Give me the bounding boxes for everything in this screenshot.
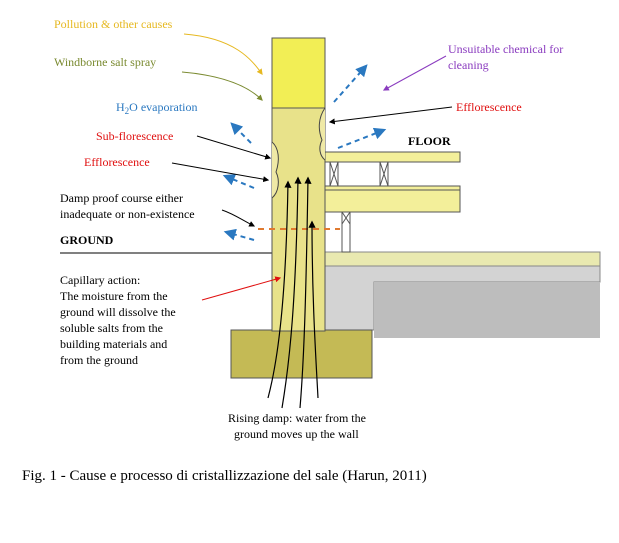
label-rising-2: ground moves up the wall [234, 427, 359, 441]
chemical-arrow [382, 55, 447, 91]
label-capillary-2: The moisture from the [60, 289, 168, 303]
label-capillary-4: soluble salts from the [60, 321, 163, 335]
label-windborne: Windborne salt spray [54, 55, 156, 69]
dpc-arrow [221, 209, 256, 227]
label-capillary-1: Capillary action: [60, 273, 140, 287]
floor-board-top [324, 151, 461, 163]
efflorescence-left-arrow [171, 162, 270, 183]
wall-top [271, 37, 326, 109]
efflorescence-right-arrow [328, 106, 453, 125]
h2o-subscript: 2 [125, 106, 130, 116]
subflorescence-patch [271, 141, 279, 199]
label-dpc-line2: inadequate or non-existence [60, 207, 195, 221]
concrete-top [324, 251, 601, 267]
evaporation-arrows [222, 64, 387, 241]
h2o-h: H [116, 100, 125, 114]
label-capillary-5: building materials and [60, 337, 167, 351]
label-h2o-evaporation: H2O evaporation [116, 100, 197, 116]
pollution-arrow [183, 33, 263, 75]
efflorescence-patch-right [318, 107, 326, 161]
wall-body [271, 104, 326, 332]
h2o-rest: O evaporation [129, 100, 197, 114]
windborne-arrow [181, 71, 263, 101]
joist-bracing [329, 161, 389, 253]
capillary-arrow [201, 276, 282, 301]
label-capillary-3: ground will dissolve the [60, 305, 176, 319]
label-subflorescence: Sub-florescence [96, 129, 173, 143]
wall-footing [230, 329, 373, 379]
label-efflorescence-left: Efflorescence [84, 155, 150, 169]
label-floor: FLOOR [408, 134, 451, 148]
label-rising-1: Rising damp: water from the [228, 411, 366, 425]
label-unsuitable-2: cleaning [448, 58, 489, 72]
label-unsuitable-1: Unsuitable chemical for [448, 42, 563, 56]
ground-fill-right [374, 282, 600, 338]
rising-damp-arrows [267, 176, 319, 409]
label-pollution: Pollution & other causes [54, 17, 173, 31]
label-ground: GROUND [60, 233, 114, 247]
figure-caption: Fig. 1 - Cause e processo di cristallizz… [22, 468, 427, 484]
label-dpc-line1: Damp proof course either [60, 191, 183, 205]
label-efflorescence-right: Efflorescence [456, 100, 522, 114]
subflorescence-arrow [196, 135, 272, 160]
label-capillary-6: from the ground [60, 353, 138, 367]
